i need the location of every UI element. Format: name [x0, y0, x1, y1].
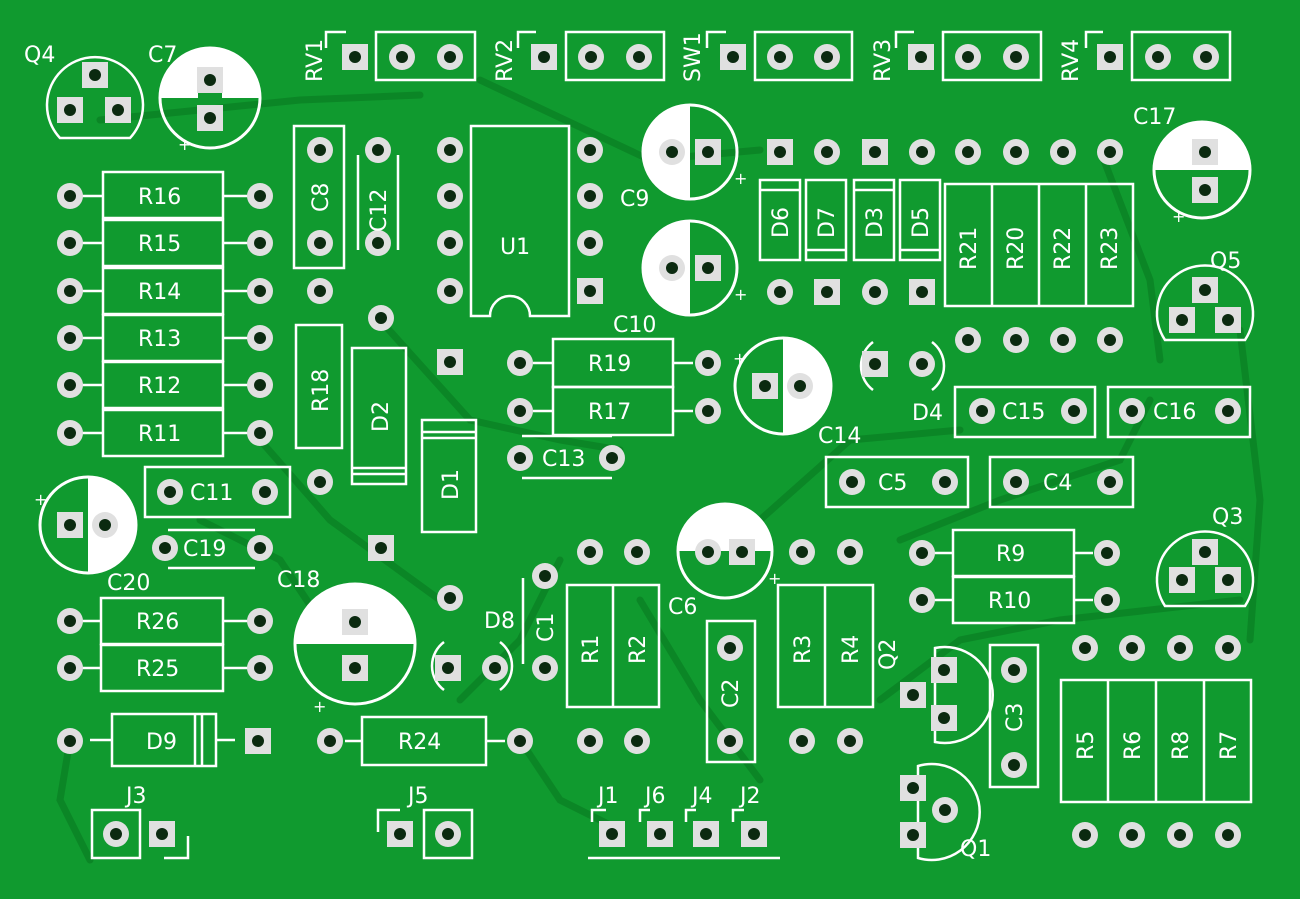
- label-Q3: Q3: [1212, 505, 1243, 530]
- label-D8: D8: [484, 609, 515, 634]
- label-R5: R5: [1074, 731, 1099, 760]
- label-R24: R24: [398, 730, 441, 755]
- label-RV2: RV2: [493, 39, 518, 82]
- label-C8: C8: [309, 183, 334, 212]
- label-RV1: RV1: [303, 39, 328, 82]
- label-C10: C10: [613, 313, 656, 338]
- label-R6: R6: [1121, 731, 1146, 760]
- label-R18: R18: [309, 369, 334, 412]
- svg-text:+: +: [768, 569, 781, 588]
- label-SW1: SW1: [681, 32, 706, 82]
- svg-text:+: +: [313, 697, 326, 716]
- label-R4: R4: [839, 635, 864, 664]
- label-C5: C5: [878, 471, 907, 496]
- svg-text:+: +: [734, 169, 747, 188]
- label-C3: C3: [1003, 703, 1028, 732]
- svg-text:+: +: [1172, 207, 1185, 226]
- label-R11: R11: [138, 422, 181, 447]
- label-R1: R1: [579, 635, 604, 664]
- label-U1: U1: [500, 235, 530, 260]
- svg-text:+: +: [733, 349, 746, 368]
- label-R7: R7: [1217, 731, 1242, 760]
- label-C18: C18: [277, 568, 320, 593]
- label-C4: C4: [1043, 471, 1072, 496]
- label-D2: D2: [369, 401, 394, 432]
- label-R19: R19: [588, 352, 631, 377]
- label-J5: J5: [406, 784, 429, 809]
- label-R22: R22: [1051, 227, 1076, 270]
- label-R9: R9: [996, 542, 1025, 567]
- label-C19: C19: [183, 537, 226, 562]
- label-D1: D1: [439, 469, 464, 500]
- label-Q4: Q4: [24, 43, 55, 68]
- label-R21: R21: [957, 227, 982, 270]
- svg-text:+: +: [178, 135, 191, 154]
- label-D5: D5: [909, 207, 934, 238]
- label-D3: D3: [863, 207, 888, 238]
- label-R17: R17: [588, 400, 631, 425]
- svg-text:+: +: [734, 285, 747, 304]
- label-C6: C6: [668, 595, 697, 620]
- label-Q1: Q1: [960, 837, 991, 862]
- label-R13: R13: [138, 327, 181, 352]
- label-RV3: RV3: [871, 39, 896, 82]
- label-C17: C17: [1133, 105, 1176, 130]
- label-J6: J6: [643, 784, 666, 809]
- label-R10: R10: [988, 589, 1031, 614]
- label-D7: D7: [815, 207, 840, 238]
- label-D4: D4: [912, 401, 943, 426]
- label-Q2: Q2: [876, 639, 901, 670]
- polarity-marks: + + + + + + + +: [34, 135, 1185, 716]
- silkscreen-labels: Q4 C7 RV1 RV2 SW1 RV3 RV4 C17 R16 R15 R1…: [24, 32, 1243, 862]
- label-R2: R2: [626, 635, 651, 664]
- label-R26: R26: [136, 610, 179, 635]
- svg-text:+: +: [34, 490, 47, 509]
- label-R14: R14: [138, 280, 181, 305]
- label-R25: R25: [136, 657, 179, 682]
- label-J2: J2: [738, 784, 761, 809]
- label-D9: D9: [146, 730, 177, 755]
- label-C1: C1: [534, 613, 559, 642]
- label-C15: C15: [1002, 400, 1045, 425]
- label-J3: J3: [124, 784, 147, 809]
- label-R23: R23: [1098, 227, 1123, 270]
- label-J1: J1: [596, 784, 619, 809]
- label-R8: R8: [1169, 731, 1194, 760]
- label-R3: R3: [791, 635, 816, 664]
- label-C7: C7: [148, 43, 177, 68]
- label-C13: C13: [542, 447, 585, 472]
- label-R16: R16: [138, 185, 181, 210]
- label-C11: C11: [190, 481, 233, 506]
- label-C14: C14: [818, 424, 861, 449]
- label-R20: R20: [1004, 227, 1029, 270]
- label-R15: R15: [138, 232, 181, 257]
- label-D6: D6: [769, 207, 794, 238]
- label-J4: J4: [690, 784, 713, 809]
- label-RV4: RV4: [1059, 39, 1084, 82]
- label-C12: C12: [367, 189, 392, 232]
- label-C9: C9: [620, 187, 649, 212]
- label-C2: C2: [719, 679, 744, 708]
- label-C16: C16: [1153, 400, 1196, 425]
- silkscreen-outlines: [45, 30, 1255, 862]
- label-Q5: Q5: [1210, 249, 1241, 274]
- label-C20: C20: [107, 571, 150, 596]
- label-R12: R12: [138, 374, 181, 399]
